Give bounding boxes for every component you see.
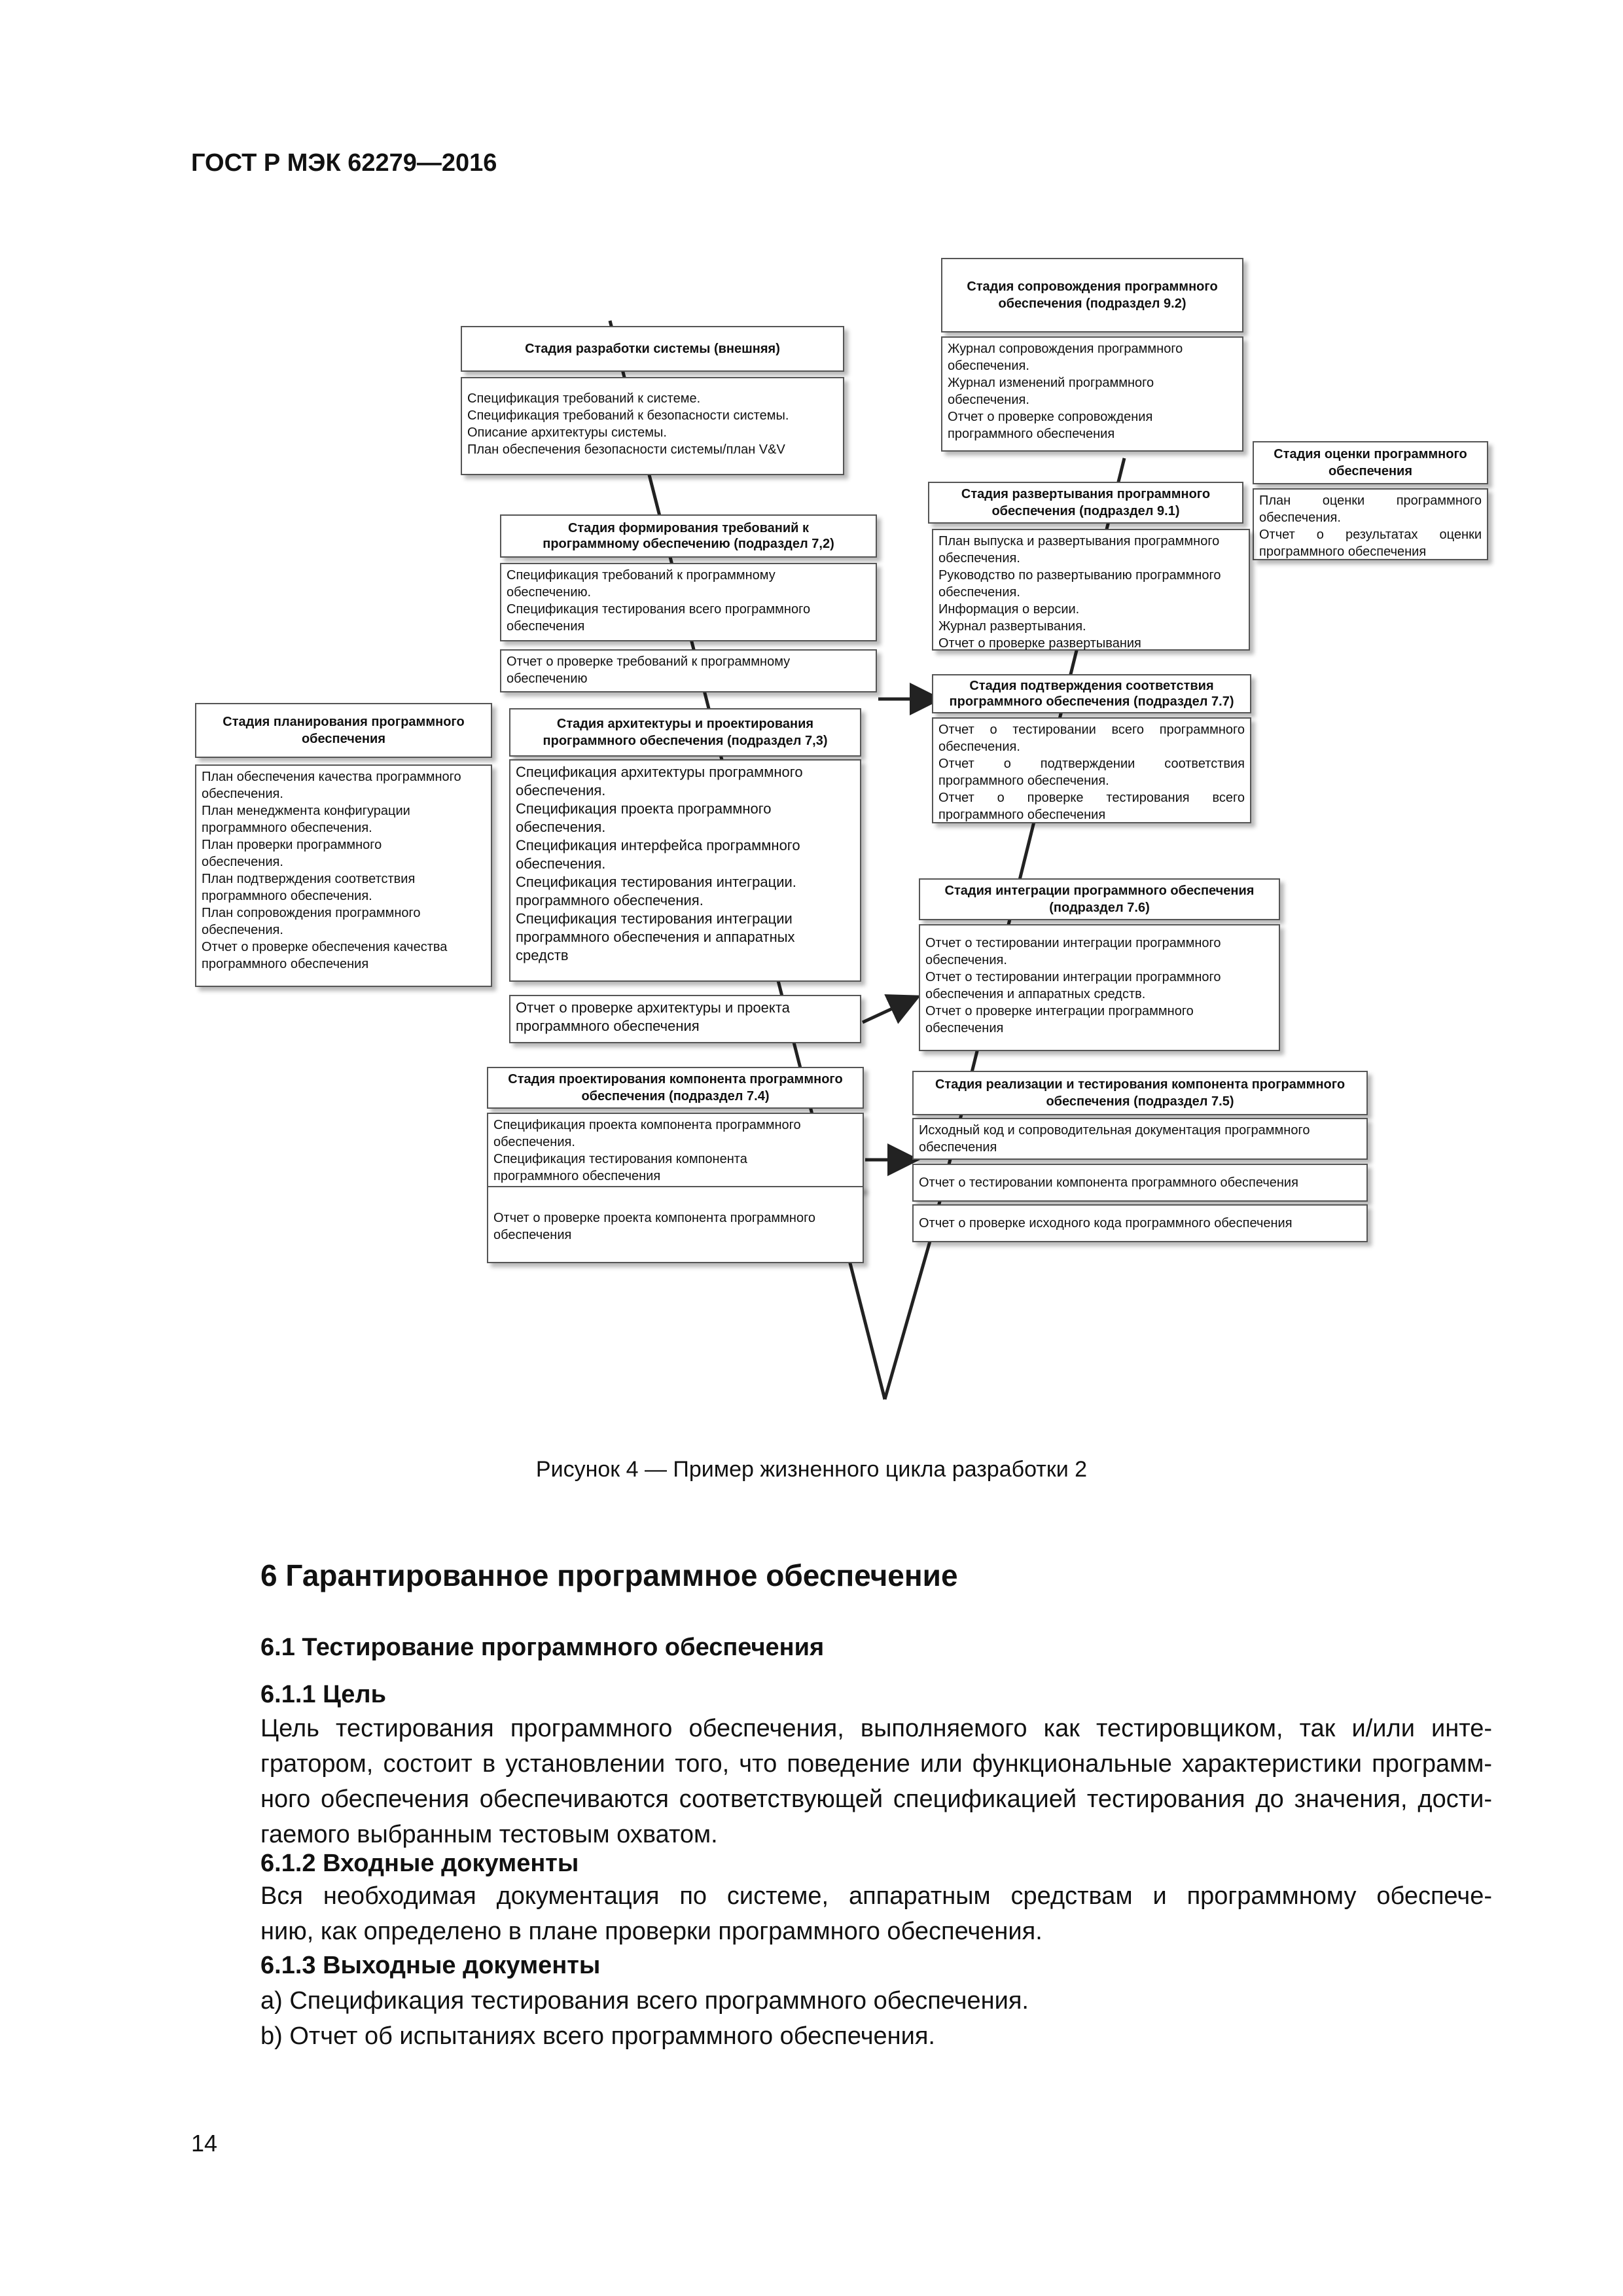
goal-heading: 6.1.1 Цель (260, 1681, 386, 1708)
outputs-heading: 6.1.3 Выходные документы (260, 1952, 601, 1979)
component-design-report-box: Отчет о проверке проекта компонента прог… (487, 1186, 864, 1263)
section-heading: 6 Гарантированное программное обеспечени… (260, 1558, 958, 1592)
implementation-content-box: Исходный код и сопроводительная документ… (912, 1118, 1368, 1160)
assessment-title-box: Стадия оценки программного обеспечения (1253, 441, 1488, 484)
planning-title-box: Стадия планирования программного обеспеч… (195, 703, 492, 758)
architecture-content-box: Спецификация архитектуры программного об… (509, 759, 861, 982)
implementation-title-box: Стадия реализации и тестирования компоне… (912, 1071, 1368, 1115)
output-item-b: b) Отчет об испытаниях всего программног… (260, 2022, 935, 2050)
system-dev-title-box: Стадия разработки системы (внешняя) (461, 326, 844, 372)
maintenance-title-box: Стадия сопровождения программного обеспе… (941, 258, 1243, 332)
deployment-content-box: План выпуска и развертывания программног… (932, 529, 1250, 651)
transition-arrows (861, 683, 942, 1176)
integration-title-box: Стадия интеграции программного обеспечен… (919, 878, 1280, 920)
component-design-content-box: Спецификация проекта компонента программ… (487, 1113, 864, 1191)
integration-content-box: Отчет о тестировании интеграции программ… (919, 924, 1280, 1051)
planning-content-box: План обеспечения качества программного о… (195, 764, 492, 987)
component-design-title-box: Стадия проектирования компонента програм… (487, 1067, 864, 1109)
assessment-content-box: План оценки программного обеспечения. От… (1253, 488, 1488, 560)
system-dev-content-box: Спецификация требований к системе. Специ… (461, 377, 844, 475)
inputs-paragraph: Вся необходимая документация по системе,… (260, 1882, 1492, 1945)
requirements-title-box: Стадия формирования требований к програм… (500, 514, 877, 558)
figure-caption: Рисунок 4 — Пример жизненного цикла разр… (535, 1457, 1088, 1482)
architecture-title-box: Стадия архитектуры и проектирования прог… (509, 708, 861, 757)
validation-title-box: Стадия подтверждения соответствия програ… (932, 674, 1251, 713)
implementation-test-report-box: Отчет о тестировании компонента программ… (912, 1164, 1368, 1202)
architecture-report-box: Отчет о проверке архитектуры и проекта п… (509, 995, 861, 1043)
page-number: 14 (191, 2130, 218, 2157)
goal-paragraph: Цель тестирования программного обеспечен… (260, 1715, 1492, 1848)
implementation-code-report-box: Отчет о проверке исходного кода программ… (912, 1204, 1368, 1242)
subsection-heading: 6.1 Тестирование программного обеспечени… (260, 1634, 825, 1661)
requirements-content-box: Спецификация требований к программному о… (500, 563, 877, 641)
document-header: ГОСТ Р МЭК 62279—2016 (191, 149, 497, 177)
validation-content-box: Отчет о тестировании всего программного … (932, 717, 1251, 823)
requirements-report-box: Отчет о проверке требований к программно… (500, 649, 877, 692)
inputs-heading: 6.1.2 Входные документы (260, 1850, 579, 1877)
maintenance-content-box: Журнал сопровождения программного обеспе… (941, 336, 1243, 452)
deployment-title-box: Стадия развертывания программного обеспе… (928, 482, 1243, 524)
output-item-a: a) Спецификация тестирования всего прогр… (260, 1987, 1029, 2015)
